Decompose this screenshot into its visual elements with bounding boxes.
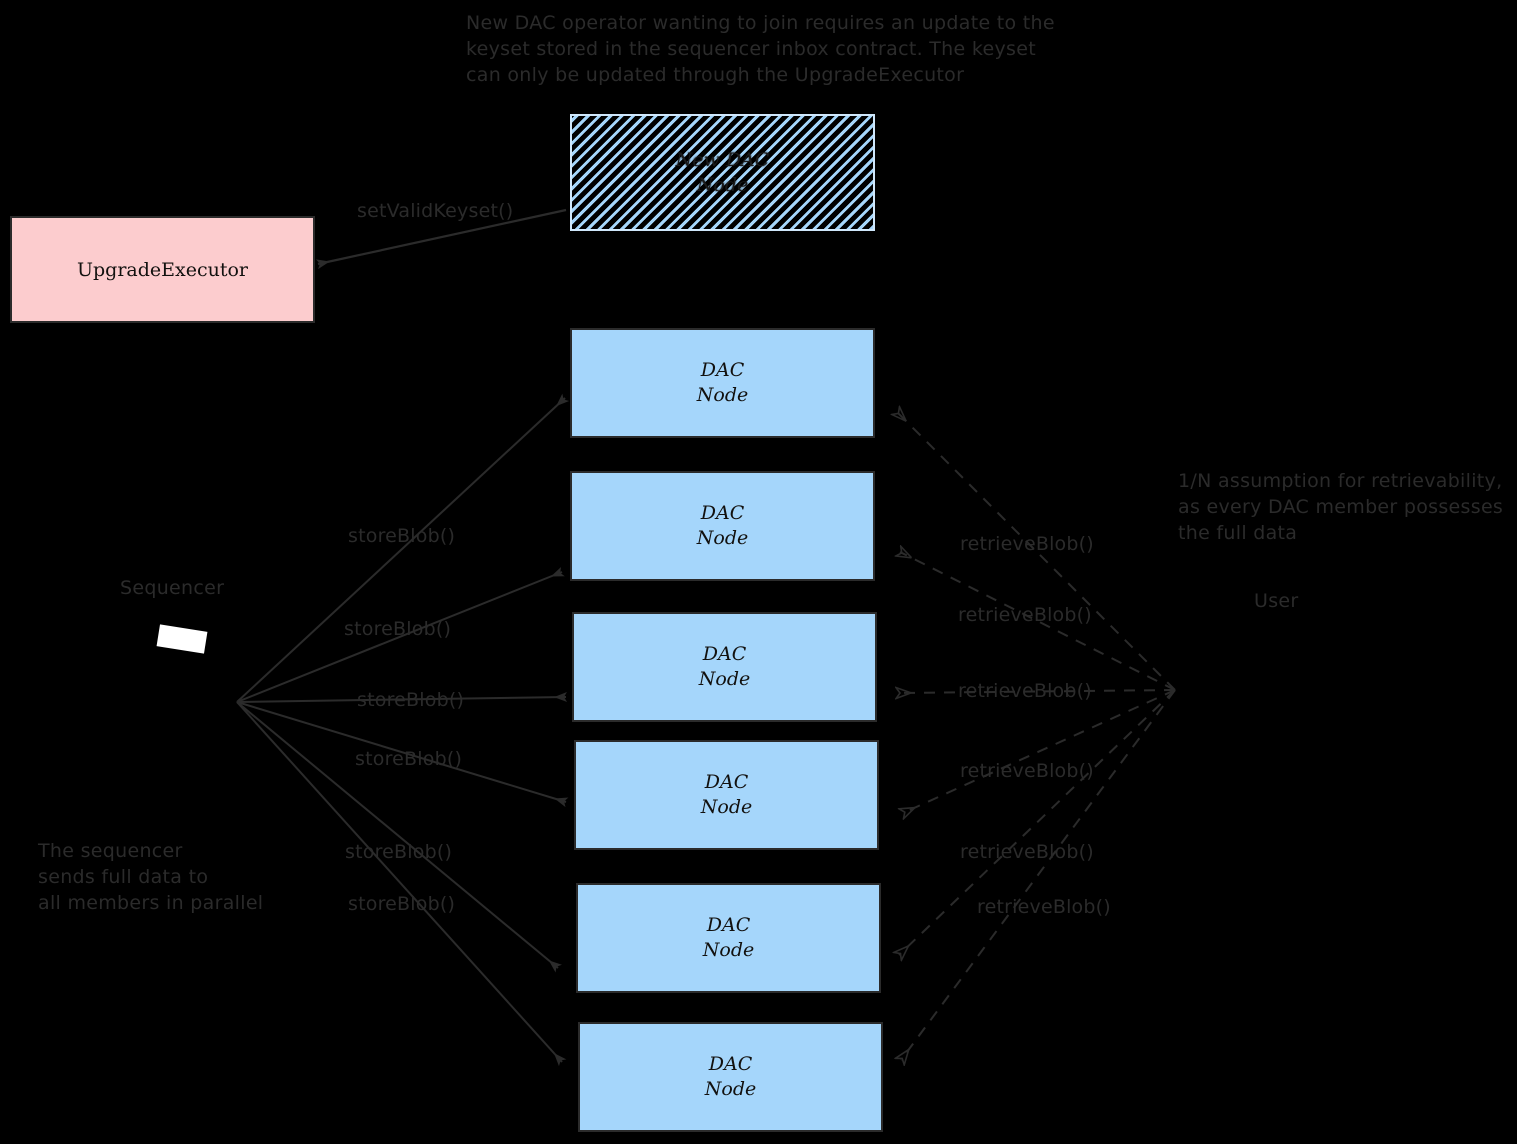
upgrade-executor-box[interactable]: UpgradeExecutor: [10, 216, 315, 323]
dac-node-box-5[interactable]: DAC Node: [576, 883, 881, 993]
upgrade-executor-label: UpgradeExecutor: [76, 258, 249, 281]
dac-node-box-1[interactable]: DAC Node: [570, 328, 875, 438]
retrievability-annotation: 1/N assumption for retrievability, as ev…: [1178, 470, 1504, 544]
dac-node-label-line2: Node: [696, 384, 749, 406]
new-dac-node-label-line1: New DAC: [675, 148, 770, 171]
top-annotation: New DAC operator wanting to join require…: [466, 12, 1055, 86]
sequencer-label: Sequencer: [120, 577, 225, 599]
dac-node-label-line1: DAC: [704, 771, 749, 793]
edge-label-store-blob-2: storeBlob(): [344, 618, 452, 640]
edge-label-retrieve-blob-2: retrieveBlob(): [958, 604, 1092, 626]
dac-node-label-line2: Node: [702, 939, 755, 961]
dac-node-label-line1: DAC: [708, 1053, 753, 1075]
edge-label-retrieve-blob-6: retrieveBlob(): [977, 896, 1111, 918]
arrow-store-blob-group: [236, 393, 570, 1067]
edge-label-retrieve-blob-1: retrieveBlob(): [960, 533, 1094, 555]
arrow-set-valid-keyset: [315, 208, 567, 270]
new-dac-node-box[interactable]: New DAC Node: [570, 114, 875, 231]
dac-node-label-line2: Node: [696, 527, 749, 549]
dac-node-box-4[interactable]: DAC Node: [574, 740, 879, 850]
edge-label-set-valid-keyset: setValidKeyset(): [357, 200, 514, 222]
dac-node-label-line1: DAC: [700, 502, 745, 524]
dac-node-label-line2: Node: [698, 668, 751, 690]
dac-node-box-2[interactable]: DAC Node: [570, 471, 875, 581]
dac-node-label-line1: DAC: [706, 914, 751, 936]
dac-node-label-line2: Node: [704, 1078, 757, 1100]
edge-label-store-blob-3: storeBlob(): [357, 689, 465, 711]
dac-node-label-line2: Node: [700, 796, 753, 818]
edge-label-store-blob-6: storeBlob(): [348, 893, 456, 915]
arrow-retrieve-blob-group: [897, 412, 1176, 1060]
edge-label-store-blob-5: storeBlob(): [345, 841, 453, 863]
edge-label-retrieve-blob-4: retrieveBlob(): [960, 760, 1094, 782]
new-dac-node-label-line2: Node: [696, 173, 749, 196]
sequencer-annotation: The sequencer sends full data to all mem…: [38, 840, 264, 914]
dac-node-box-3[interactable]: DAC Node: [572, 612, 877, 722]
edge-label-retrieve-blob-3: retrieveBlob(): [958, 680, 1092, 702]
edge-label-store-blob-1: storeBlob(): [348, 525, 456, 547]
dac-node-label-line1: DAC: [700, 359, 745, 381]
user-label: User: [1254, 590, 1299, 612]
edge-label-retrieve-blob-5: retrieveBlob(): [960, 841, 1094, 863]
dac-node-label-line1: DAC: [702, 643, 747, 665]
dac-node-box-6[interactable]: DAC Node: [578, 1022, 883, 1132]
edge-label-store-blob-4: storeBlob(): [355, 748, 463, 770]
